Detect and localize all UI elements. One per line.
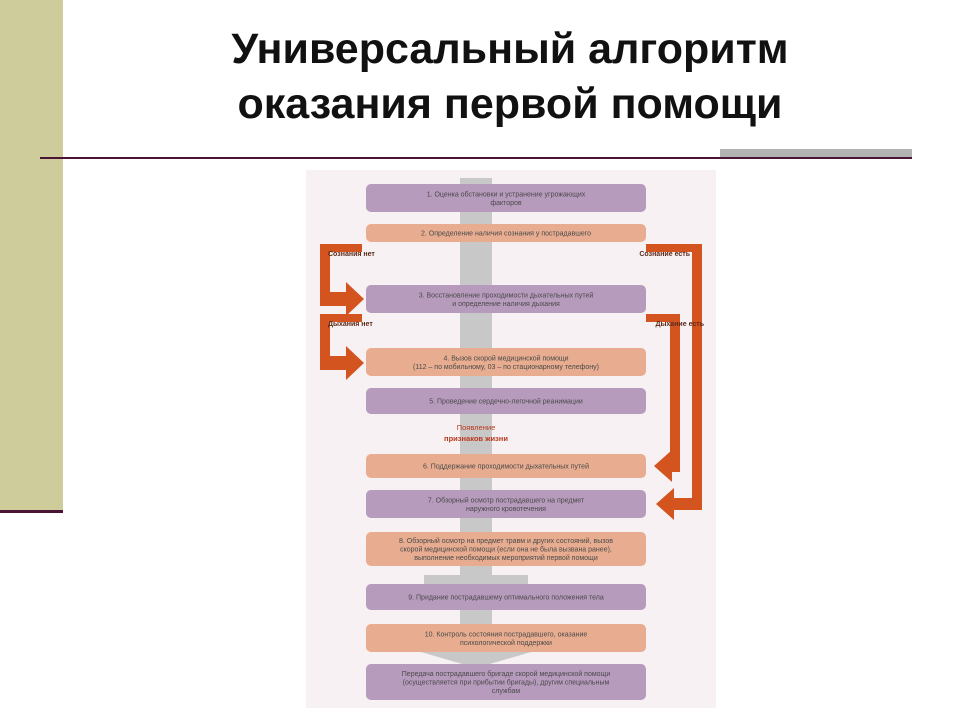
sidebar-bottom-line [0, 510, 63, 513]
step-box-5: 5. Проведение сердечно-легочной реанимац… [366, 388, 646, 414]
step-box-8-shape [366, 532, 646, 566]
step-8-text-line-2: скорой медицинской помощи (если она не б… [400, 546, 612, 554]
step-box-5-shape [366, 388, 646, 414]
step-box-6: 6. Поддержание проходимости дыхательных … [366, 454, 646, 478]
arrow-no-consciousness [320, 244, 364, 316]
step-box-11-shape [366, 664, 646, 700]
step-11-text-line-2: (осуществляется при прибытии бригады), д… [403, 679, 610, 687]
step-box-6-shape [366, 454, 646, 478]
step-8-text-line-3: выполнение необходимых мероприятий перво… [414, 554, 598, 562]
step-3-text-line-2: и определение наличия дыхания [452, 301, 560, 308]
label-breathing: Дыхание есть [655, 321, 704, 328]
step-4-text-line-2: (112 – по мобильному, 03 – по стационарн… [413, 363, 599, 371]
title-line-1: Универсальный алгоритм [231, 25, 789, 73]
flowchart-background [306, 170, 716, 708]
step-box-8: 8. Обзорный осмотр на предмет травм и др… [366, 532, 646, 566]
step-11-text-line-1: Передача пострадавшего бригаде скорой ме… [402, 670, 611, 678]
label-consciousness: Сознание есть [639, 251, 690, 258]
branch-label-layer: Сознания нет Сознание есть Дыхания нет Д… [328, 251, 705, 443]
step-box-10: 10. Контроль состояния пострадавшего, ок… [366, 624, 646, 652]
step-5-text-line-1: 5. Проведение сердечно-легочной реанимац… [429, 398, 583, 406]
arrow-breathing [646, 314, 680, 482]
step-box-layer: 1. Оценка обстановки и устранение угрожа… [366, 184, 646, 700]
step-10-text-line-1: 10. Контроль состояния пострадавшего, ок… [425, 631, 588, 638]
step-box-9-shape [366, 584, 646, 610]
step-7-text-line-2: наружного кровотечения [466, 506, 546, 513]
step-box-1: 1. Оценка обстановки и устранение угрожа… [366, 184, 646, 212]
step-box-2: 2. Определение наличия сознания у постра… [366, 224, 646, 242]
slide-sidebar-accent [0, 0, 63, 513]
label-signs-of-life-line1: Появление [457, 423, 496, 432]
step-box-4: 4. Вызов скорой медицинской помощи(112 –… [366, 348, 646, 376]
title-line-2: оказания первой помощи [237, 80, 783, 128]
flowchart-canvas: 1. Оценка обстановки и устранение угрожа… [306, 170, 716, 708]
branch-arrow-layer [320, 244, 702, 520]
step-1-text-line-1: 1. Оценка обстановки и устранение угрожа… [427, 190, 586, 198]
step-3-text-line-1: 3. Восстановление проходимости дыхательн… [419, 291, 594, 299]
step-6-text-line-1: 6. Поддержание проходимости дыхательных … [423, 463, 589, 471]
page-title: Универсальный алгоритм оказания первой п… [140, 22, 880, 132]
label-no-breathing: Дыхания нет [328, 321, 373, 328]
step-box-11: Передача пострадавшего бригаде скорой ме… [366, 664, 646, 700]
step-box-7-shape [366, 490, 646, 518]
step-11-text-line-3: службам [492, 687, 521, 695]
step-1-text-line-2: факторов [490, 200, 522, 207]
step-box-1-shape [366, 184, 646, 212]
title-accent-bar [720, 149, 912, 157]
step-box-10-shape [366, 624, 646, 652]
step-box-4-shape [366, 348, 646, 376]
label-no-consciousness: Сознания нет [328, 251, 375, 258]
step-8-text-line-1: 8. Обзорный осмотр на предмет травм и др… [399, 537, 613, 545]
title-divider [40, 157, 912, 159]
step-box-7: 7. Обзорный осмотр пострадавшего на пред… [366, 490, 646, 518]
step-box-3-shape [366, 285, 646, 313]
step-7-text-line-1: 7. Обзорный осмотр пострадавшего на пред… [428, 496, 585, 504]
step-10-text-line-2: психологической поддержки [460, 639, 552, 647]
step-box-3: 3. Восстановление проходимости дыхательн… [366, 285, 646, 313]
step-box-9: 9. Придание пострадавшему оптимального п… [366, 584, 646, 610]
first-aid-flowchart: 1. Оценка обстановки и устранение угрожа… [306, 170, 716, 708]
step-4-text-line-1: 4. Вызов скорой медицинской помощи [443, 354, 568, 362]
label-signs-of-life-line2: признаков жизни [444, 434, 508, 443]
arrow-no-breathing [320, 314, 364, 380]
step-2-text-line-1: 2. Определение наличия сознания у постра… [421, 231, 591, 238]
arrow-consciousness [646, 244, 702, 520]
step-9-text-line-1: 9. Придание пострадавшему оптимального п… [408, 595, 604, 602]
step-box-2-shape [366, 224, 646, 242]
